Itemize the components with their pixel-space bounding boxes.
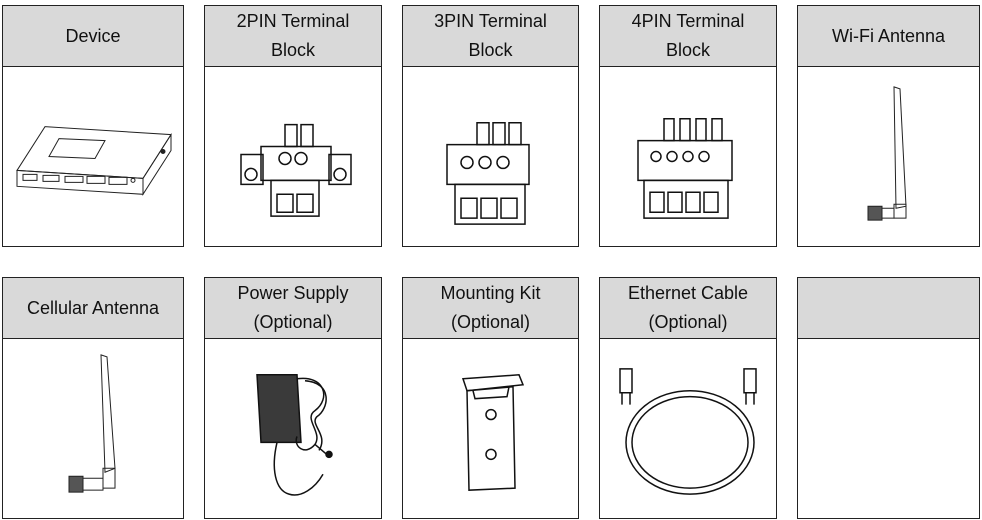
item-power-supply: Power Supply (Optional) [204,277,382,519]
item-header: Cellular Antenna [3,278,183,339]
item-header: 2PIN Terminal Block [205,6,381,67]
item-header: 4PIN Terminal Block [600,6,776,67]
item-header: Power Supply (Optional) [205,278,381,339]
item-label: Block [665,40,710,60]
item-label: (Optional) [253,312,333,332]
3pin-terminal-block-image [403,67,578,246]
item-label: 3PIN Terminal [434,11,547,31]
item-label: Block [468,40,513,60]
item-header: Wi-Fi Antenna [798,6,979,67]
item-4pin-terminal-block: 4PIN Terminal Block [599,5,777,247]
2pin-terminal-block-image [205,67,381,246]
item-2pin-terminal-block: 2PIN Terminal Block [204,5,382,247]
item-label: Mounting Kit [440,283,541,303]
ethernet-cable-image [600,339,776,518]
item-label: 4PIN Terminal [631,11,745,31]
item-header: Device [3,6,183,67]
item-label: (Optional) [648,312,728,332]
item-label: Power Supply [237,283,349,303]
item-cellular-antenna: Cellular Antenna [2,277,184,519]
item-device: Device [2,5,184,247]
item-header [798,278,979,339]
item-label: Block [270,40,315,60]
item-label: 2PIN Terminal [236,11,350,31]
item-ethernet-cable: Ethernet Cable (Optional) [599,277,777,519]
item-mounting-kit: Mounting Kit (Optional) [402,277,579,519]
item-header: Ethernet Cable (Optional) [600,278,776,339]
item-3pin-terminal-block: 3PIN Terminal Block [402,5,579,247]
item-header: 3PIN Terminal Block [403,6,578,67]
item-empty [797,277,980,519]
device-image [3,67,183,246]
item-label: Device [65,25,121,46]
power-supply-image [205,339,381,518]
wifi-antenna-image [798,67,979,246]
item-header: Mounting Kit (Optional) [403,278,578,339]
4pin-terminal-block-image [600,67,776,246]
mounting-kit-image [403,339,578,518]
item-label: Cellular Antenna [26,297,160,318]
item-label: Ethernet Cable [627,283,749,303]
item-wifi-antenna: Wi-Fi Antenna [797,5,980,247]
cellular-antenna-image [3,339,183,518]
item-label: Wi-Fi Antenna [831,25,946,46]
item-label: (Optional) [450,312,531,332]
